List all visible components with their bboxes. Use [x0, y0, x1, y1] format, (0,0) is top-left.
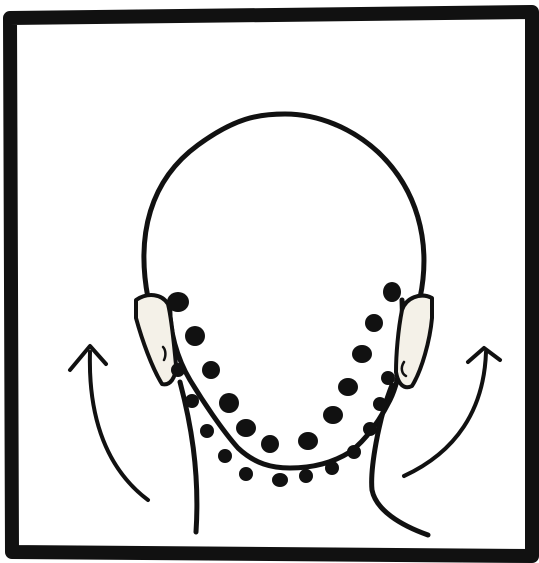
dot: [325, 461, 339, 475]
dot: [365, 314, 383, 332]
dot: [338, 378, 358, 396]
dot: [323, 406, 343, 424]
dot: [299, 469, 313, 483]
dot: [236, 419, 256, 437]
dot: [381, 371, 395, 385]
dot: [171, 363, 185, 377]
dot: [185, 394, 199, 408]
dot: [373, 397, 387, 411]
dot: [239, 467, 253, 481]
head-outline: [144, 114, 424, 298]
dot: [167, 292, 189, 312]
dot: [200, 424, 214, 438]
left-arrow-shaft: [90, 352, 148, 500]
dot: [218, 449, 232, 463]
dot: [363, 422, 377, 436]
dot: [352, 345, 372, 363]
dot: [272, 473, 288, 487]
dot: [298, 432, 318, 450]
dot: [261, 435, 279, 453]
dot: [347, 445, 361, 459]
frame-border: [10, 12, 532, 556]
right-ear: [396, 296, 432, 388]
dot: [383, 282, 401, 302]
dot: [202, 361, 220, 379]
dot: [219, 393, 239, 413]
